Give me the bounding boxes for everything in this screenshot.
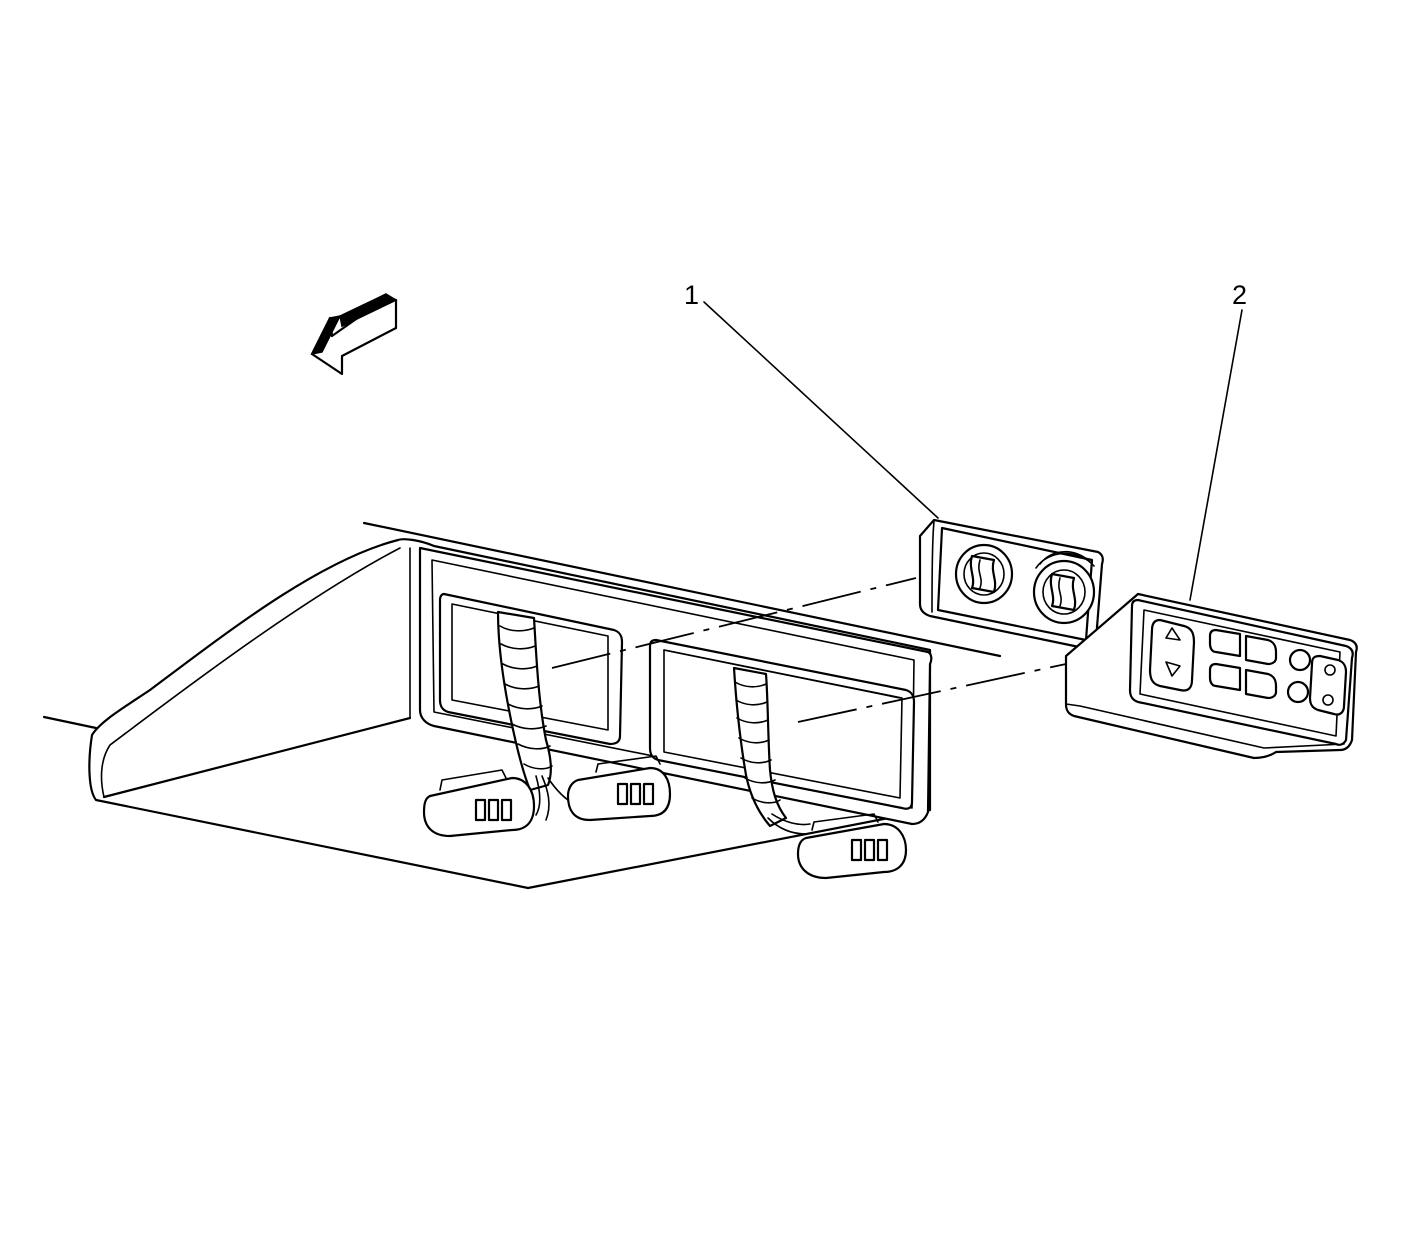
round-button [1288, 648, 1312, 672]
rear-control-module [918, 518, 1104, 650]
callout-label-1: 1 [684, 280, 700, 310]
round-button [1286, 680, 1310, 704]
install-centerlines [551, 577, 1067, 723]
up-down-rocker [1148, 618, 1196, 692]
arrow-left-icon [310, 293, 398, 376]
callout-leaders [703, 301, 1243, 601]
headliner-edges [42, 521, 1002, 730]
up-arrow-icon [1165, 627, 1181, 641]
switch-assembly [1064, 592, 1358, 760]
down-arrow-icon [1165, 661, 1181, 677]
wire-harness-right [732, 666, 811, 835]
mode-buttons [1208, 628, 1278, 700]
toggle-switch [1308, 654, 1348, 716]
connector-middle [566, 755, 672, 822]
connector-left [422, 769, 536, 838]
knob-icon [954, 543, 1014, 605]
knob-icon [1032, 550, 1096, 625]
callout-label-2: 2 [1232, 280, 1248, 310]
connector-right [796, 813, 908, 880]
